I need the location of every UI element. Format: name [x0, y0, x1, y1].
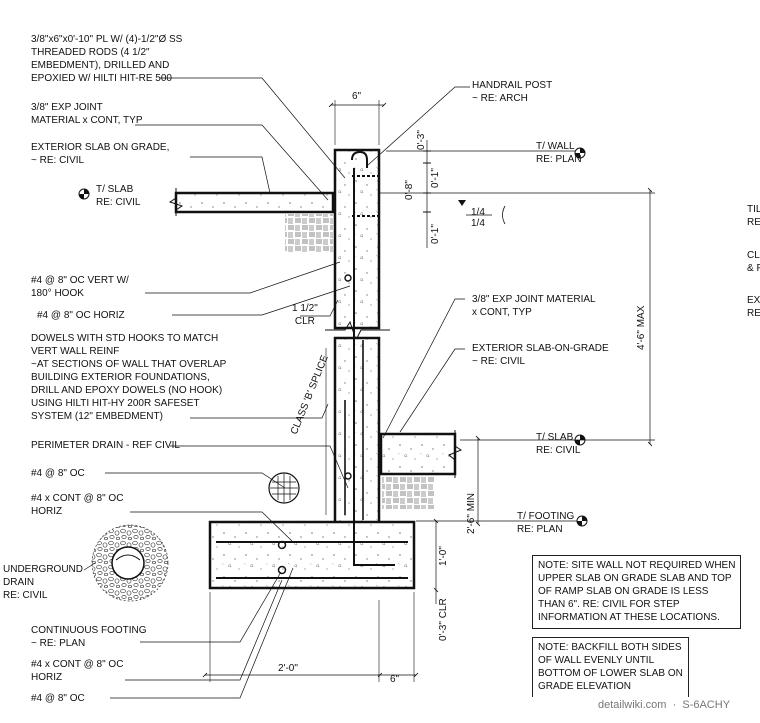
dim-top-ticks [423, 150, 431, 213]
dim-text-footing-depth: 1'-0" [438, 546, 449, 566]
note-1-text: NOTE: SITE WALL NOT REQUIRED WHEN UPPER … [538, 560, 736, 623]
upper-slab [174, 191, 335, 214]
label-exp-joint-top: 3/8" EXP JOINT MATERIAL x CONT, TYP [31, 102, 143, 126]
label-bars-8oc: #4 @ 8" OC [31, 468, 85, 479]
footing-cont-bar-2 [277, 565, 287, 575]
label-slope-bot: 1/4 [471, 218, 485, 229]
label-right-edge-3: EX RE [747, 295, 760, 319]
level-marker-footing [576, 515, 588, 527]
upper-subgrade [285, 214, 333, 252]
label-t-footing: T/ FOOTING RE: PLAN [517, 511, 575, 535]
dim-text-top-0-1b: 0'-1" [430, 224, 441, 244]
dim-text-wall-width: 6" [352, 91, 362, 102]
note-box-1: NOTE: SITE WALL NOT REQUIRED WHEN UPPER … [532, 555, 742, 629]
label-cont-horiz-1: #4 x CONT @ 8" OC HORIZ [31, 493, 124, 517]
label-plate-rods: 3/8"x6"x0'-10" PL W/ (4)-1/2"Ø SS THREAD… [31, 34, 183, 84]
label-horiz-bars-top: #4 @ 8" OC HORIZ [37, 310, 125, 321]
label-clr-1-5: 1 1/2" CLR [292, 303, 318, 327]
wall-upper [333, 148, 381, 330]
label-exp-joint-right: 3/8" EXP JOINT MATERIAL x CONT, TYP [472, 294, 596, 318]
label-perimeter-drain: PERIMETER DRAIN - REF CIVIL [31, 440, 180, 451]
label-t-wall: T/ WALL RE: PLAN [536, 141, 582, 165]
dim-text-min-depth: 2'-6" MIN [466, 492, 477, 534]
label-bars-8oc-bottom: #4 @ 8" OC [31, 693, 85, 704]
label-right-edge-2: CL & F [747, 250, 760, 274]
label-handrail: HANDRAIL POST ~ RE: ARCH [472, 80, 553, 104]
label-cont-horiz-2: #4 x CONT @ 8" OC HORIZ [31, 659, 124, 683]
wall-horiz-bar-2 [344, 472, 352, 480]
footing-cont-bar-1 [277, 540, 287, 550]
lower-subgrade [382, 477, 434, 509]
note-2-text: NOTE: BACKFILL BOTH SIDES OF WALL EVENLY… [538, 642, 683, 692]
label-right-edge-1: TIL RE [747, 204, 760, 228]
label-cont-footing: CONTINUOUS FOOTING ~ RE: PLAN [31, 625, 147, 649]
wall-vertical-bar-2 [351, 150, 368, 168]
dim-text-footing-width: 2'-0" [278, 663, 298, 674]
label-t-slab-left: T/ SLAB RE: CIVIL [96, 184, 141, 208]
underground-drain-pipe [111, 546, 145, 580]
dim-text-top-0-3: 0'-3" [416, 130, 427, 150]
dim-ext-lines [334, 100, 380, 145]
slope-bracket [502, 205, 506, 225]
level-marker-top-wall [574, 147, 586, 159]
label-ext-slab-top: EXTERIOR SLAB ON GRADE, ~ RE: CIVIL [31, 142, 170, 166]
wall-horiz-bar-1 [344, 274, 352, 282]
dim-text-max-height: 4'-6" MAX [636, 305, 647, 350]
dim-text-top-0-8: 0'-8" [404, 180, 415, 200]
perimeter-drain [268, 472, 300, 504]
lower-slab-break [448, 430, 463, 478]
dim-text-clr-0-3: 0'-3" CLR [438, 598, 449, 641]
dim-text-footing-edge: 6" [390, 674, 400, 685]
perimeter-drain-grid [270, 474, 298, 502]
level-marker-upper-slab [78, 188, 90, 200]
label-vert-bars: #4 @ 8" OC VERT W/ 180° HOOK [31, 275, 129, 299]
dim-text-top-0-1a: 0'-1" [430, 168, 441, 188]
underground-drain-pipe-inner [115, 554, 141, 561]
wall-lower [333, 336, 381, 526]
label-t-slab-right: T/ SLAB RE: CIVIL [536, 432, 581, 456]
label-ext-slab-right: EXTERIOR SLAB-ON-GRADE ~ RE: CIVIL [472, 343, 609, 367]
upper-slab-break [168, 188, 184, 216]
label-slope-top: 1/4 [471, 207, 485, 218]
label-underground-drain: UNDERGROUND DRAIN RE: CIVIL [3, 564, 83, 601]
wall-vertical-bar-1 [353, 168, 395, 566]
lower-slab [379, 432, 457, 476]
leader-lines-right [367, 86, 470, 439]
watermark: detailwiki.com · S-6ACHY [598, 699, 731, 711]
slope-symbol [458, 200, 466, 206]
label-dowels: DOWELS WITH STD HOOKS TO MATCH VERT WALL… [31, 333, 227, 422]
dim-footing-ext [209, 592, 415, 682]
leader-lines-left [83, 77, 351, 699]
note-box-2: NOTE: BACKFILL BOTH SIDES OF WALL EVENLY… [532, 637, 689, 697]
